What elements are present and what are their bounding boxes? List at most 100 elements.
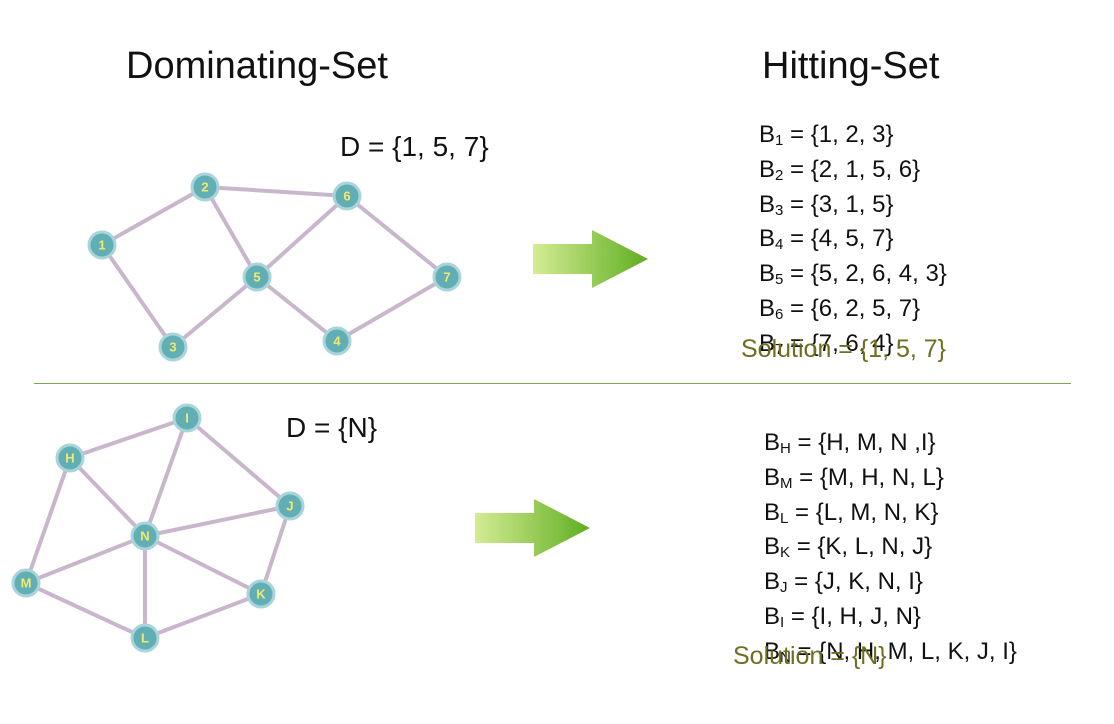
- set-members: = {4, 5, 7}: [783, 225, 894, 253]
- graph-node-label: 4: [333, 334, 341, 349]
- set-subscript: 4: [775, 236, 784, 254]
- set-line: B1 = {1, 2, 3}: [759, 121, 947, 156]
- graph-node-label: 3: [169, 340, 176, 355]
- set-subscript: H: [780, 440, 791, 457]
- set-name: B: [764, 637, 781, 665]
- graph-node-label: N: [140, 529, 149, 544]
- set-name: B: [759, 260, 776, 288]
- graph-edge: [203, 185, 259, 279]
- graph-node-label: 6: [343, 189, 350, 204]
- graph-edge: [68, 416, 189, 460]
- graph-node: [332, 181, 362, 211]
- bottom-dominating-set-label: D = {N}: [286, 412, 378, 443]
- graph-node-label: M: [21, 576, 32, 591]
- graph-edge: [171, 275, 259, 349]
- set-line: B3 = {3, 1, 5}: [759, 191, 947, 226]
- set-name: B: [764, 463, 781, 491]
- set-members: = {L, M, N, K}: [788, 498, 939, 526]
- set-members: = {3, 1, 5}: [783, 190, 894, 218]
- set-line: BM = {M, H, N, L}: [764, 464, 1017, 499]
- graph-edge: [345, 194, 449, 279]
- set-line: BK = {K, L, N, J}: [764, 533, 1017, 568]
- set-subscript: 5: [775, 271, 784, 289]
- set-members: = {I, H, J, N}: [784, 602, 921, 630]
- graph-node-label: I: [185, 411, 189, 426]
- set-name: B: [759, 294, 776, 322]
- set-members: = {N, H, M, L, K, J, I}: [790, 637, 1017, 665]
- set-line: B6 = {6, 2, 5, 7}: [759, 295, 947, 330]
- set-subscript: 7: [775, 340, 784, 358]
- set-members: = {1, 2, 3}: [783, 121, 894, 148]
- graph-node: [158, 332, 188, 362]
- graph-edge: [203, 185, 349, 198]
- graph-edge: [68, 456, 147, 538]
- set-name: B: [759, 190, 776, 218]
- set-members: = {2, 1, 5, 6}: [783, 155, 921, 183]
- graph-node-label: 2: [201, 180, 208, 195]
- hitting-set-title: Hitting-Set: [762, 45, 940, 87]
- graph-node-label: 7: [443, 270, 450, 285]
- graph-edge: [143, 416, 189, 538]
- top-solution: Solution = {1, 5, 7}: [741, 335, 947, 363]
- set-members: = {7, 6, 4}: [783, 329, 894, 357]
- set-name: B: [759, 329, 776, 357]
- bottom-solution: Solution = {N}: [733, 642, 887, 670]
- set-name: B: [764, 602, 781, 630]
- graph-node: [87, 230, 117, 260]
- set-line: B7 = {7, 6, 4}: [759, 330, 947, 365]
- transform-arrow-bottom-icon: [475, 499, 590, 557]
- top-dominating-set-label: D = {1, 5, 7}: [340, 131, 489, 162]
- set-members: = {5, 2, 6, 4, 3}: [783, 260, 947, 288]
- transform-arrow-top-icon: [533, 230, 648, 288]
- set-subscript: K: [780, 544, 791, 562]
- set-name: B: [759, 121, 776, 148]
- graph-node: [190, 172, 220, 202]
- set-subscript: 1: [775, 132, 784, 149]
- set-subscript: 6: [775, 305, 784, 323]
- set-members: = {H, M, N ,I}: [790, 429, 936, 456]
- graph-edge: [335, 275, 449, 343]
- graph-edge: [255, 275, 339, 343]
- dominating-set-title: Dominating-Set: [126, 45, 388, 87]
- graph-edge: [259, 504, 292, 596]
- graph-node: [172, 403, 202, 433]
- graph-node: [130, 623, 160, 653]
- set-line: BN = {N, H, M, L, K, J, I}: [764, 638, 1017, 673]
- graph-node: [242, 262, 272, 292]
- graph-edge: [143, 592, 263, 640]
- graph-node-label: K: [256, 587, 266, 602]
- graph-node: [432, 262, 462, 292]
- graph-edge: [255, 194, 349, 279]
- graph-node: [275, 491, 305, 521]
- graph-node: [130, 521, 160, 551]
- set-members: = {6, 2, 5, 7}: [783, 294, 921, 322]
- set-line: BH = {H, M, N ,I}: [764, 429, 1017, 464]
- set-line: BI = {I, H, J, N}: [764, 603, 1017, 638]
- top-hitting-sets: B1 = {1, 2, 3}B2 = {2, 1, 5, 6}B3 = {3, …: [759, 121, 947, 365]
- set-line: B4 = {4, 5, 7}: [759, 225, 947, 260]
- set-subscript: M: [780, 474, 793, 492]
- graph-node: [55, 443, 85, 473]
- set-name: B: [764, 429, 781, 456]
- graph-node-label: J: [286, 499, 293, 514]
- graph-node: [322, 326, 352, 356]
- graph-node-label: L: [141, 631, 149, 646]
- set-subscript: J: [780, 579, 788, 597]
- set-subscript: N: [780, 648, 791, 666]
- graph-edge: [143, 534, 263, 596]
- graph-node: [11, 568, 41, 598]
- set-subscript: I: [780, 613, 785, 631]
- set-members: = {J, K, N, I}: [787, 568, 923, 596]
- set-subscript: 2: [775, 166, 784, 184]
- set-members: = {K, L, N, J}: [790, 533, 933, 561]
- set-line: BJ = {J, K, N, I}: [764, 568, 1017, 603]
- graph-edge: [143, 504, 292, 538]
- set-name: B: [759, 225, 776, 253]
- set-name: B: [764, 498, 781, 526]
- set-line: BL = {L, M, N, K}: [764, 499, 1017, 534]
- graph-edge: [24, 581, 147, 640]
- set-subscript: L: [780, 509, 789, 527]
